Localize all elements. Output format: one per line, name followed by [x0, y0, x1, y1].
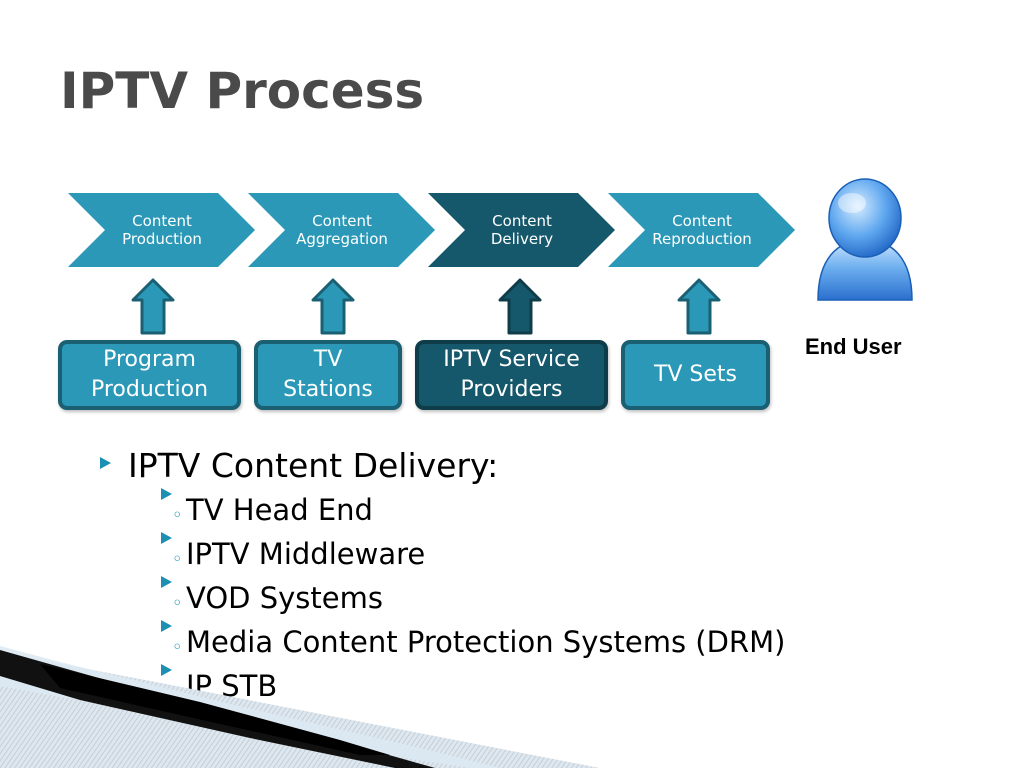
stage-content-aggregation: Content Aggregation: [267, 193, 417, 267]
bullet-item: IPTV Content Delivery: ◦ TV Head End ◦ I…: [98, 444, 785, 708]
end-user-label: End User: [805, 334, 902, 359]
source-label-line1: TV: [313, 347, 343, 372]
stage-content-delivery: Content Delivery: [447, 193, 597, 267]
stage-label-line1: Content: [312, 212, 372, 230]
sub-bullet-text: TV Head End: [186, 493, 373, 527]
stage-label-line2: Aggregation: [296, 230, 388, 248]
up-arrow-icon: [311, 278, 355, 335]
source-label-line1: Program: [103, 347, 196, 372]
sub-bullet-list: ◦ TV Head End ◦ IPTV Middleware ◦ VOD Sy…: [128, 488, 785, 708]
up-arrow-icon: [498, 278, 542, 335]
bullet-text: IPTV Content Delivery:: [128, 446, 499, 485]
sub-bullet-item: ◦ IPTV Middleware: [158, 532, 785, 576]
stage-content-reproduction: Content Reproduction: [627, 193, 777, 267]
source-label-line2: Production: [90, 377, 209, 402]
chevron-content-production: [68, 193, 255, 267]
sub-bullet-item: ◦ VOD Systems: [158, 576, 785, 620]
sub-bullet-item: ◦ Media Content Protection Systems (DRM): [158, 620, 785, 664]
source-label-line2: Providers: [460, 377, 563, 402]
sub-bullet-item: ◦ TV Head End: [158, 488, 785, 532]
triangle-bullet-icon: [100, 457, 111, 469]
bullet-list: IPTV Content Delivery: ◦ TV Head End ◦ I…: [98, 444, 785, 708]
source-label-line2: Stations: [283, 377, 373, 402]
sub-bullet-text: VOD Systems: [186, 581, 383, 615]
user-icon: [817, 178, 913, 301]
stage-label-line2: Production: [122, 230, 202, 248]
chevron-content-delivery: [428, 193, 615, 267]
up-arrow-icon: [131, 278, 175, 335]
up-arrow-icon: [677, 278, 721, 335]
sub-bullet-text: IPTV Middleware: [186, 537, 426, 571]
stage-label-line1: Content: [132, 212, 192, 230]
source-iptv-service-providers: IPTV Service Providers: [415, 340, 608, 410]
source-label-line1: TV Sets: [653, 362, 738, 387]
slide-title: IPTV Process: [60, 62, 425, 120]
stage-label-line1: Content: [672, 212, 732, 230]
stage-label-line1: Content: [492, 212, 552, 230]
stage-content-production: Content Production: [87, 193, 237, 267]
source-program-production: Program Production: [58, 340, 241, 410]
source-label-line1: IPTV Service: [443, 347, 580, 372]
chevron-content-aggregation: [248, 193, 435, 267]
stage-label-line2: Reproduction: [652, 230, 752, 248]
source-tv-stations: TV Stations: [254, 340, 402, 410]
stage-label-line2: Delivery: [490, 230, 554, 248]
sub-bullet-text: Media Content Protection Systems (DRM): [186, 625, 786, 659]
source-tv-sets: TV Sets: [621, 340, 770, 410]
chevron-content-reproduction: [608, 193, 795, 267]
